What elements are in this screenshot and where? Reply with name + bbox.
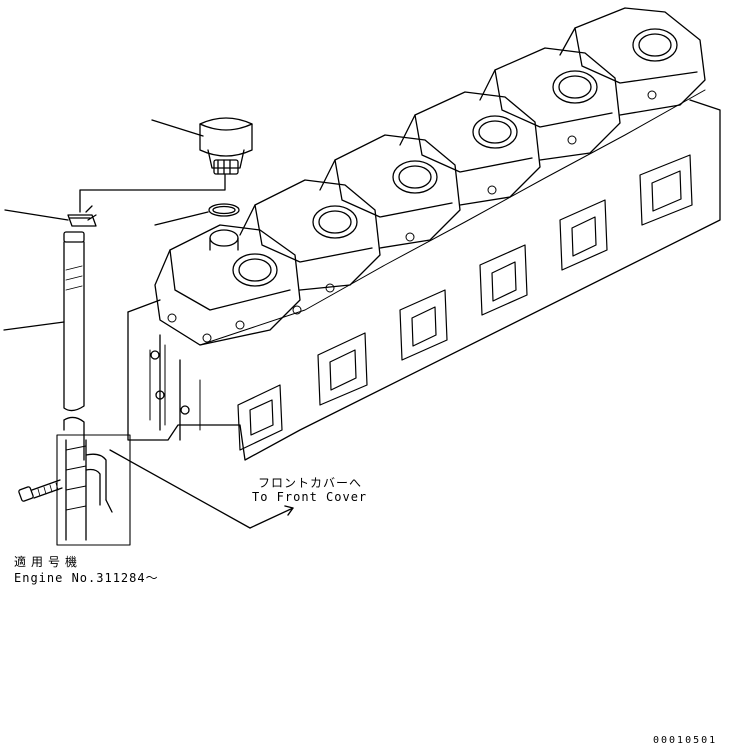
cap-to-clip-line bbox=[79, 174, 226, 213]
cap-leader-line bbox=[151, 119, 204, 137]
front-cover-arrow-line bbox=[109, 449, 251, 529]
front-cover-arrow-shaft bbox=[249, 507, 294, 529]
hose-icon bbox=[63, 231, 85, 461]
front-cover-jp-label: フロントカバーへ bbox=[258, 476, 363, 490]
rocker-covers bbox=[154, 7, 706, 346]
clip-icon bbox=[67, 205, 97, 227]
o-ring-icon bbox=[208, 203, 240, 217]
applicable-engines-jp-label: 適用号機 bbox=[14, 555, 83, 569]
cap-icon bbox=[199, 117, 253, 175]
cylinder-head-assembly-icon bbox=[127, 7, 721, 461]
clip-leader-line bbox=[4, 209, 69, 221]
cover-bolts bbox=[167, 90, 657, 343]
hose-leader-line bbox=[3, 321, 65, 331]
arrowhead-icon bbox=[284, 505, 294, 516]
engine-number-label: Engine No.311284～ bbox=[14, 571, 159, 585]
bolt-icon bbox=[18, 479, 63, 502]
bracket-icon bbox=[65, 439, 113, 541]
front-cover-en-label: To Front Cover bbox=[252, 490, 368, 504]
port-flanges bbox=[237, 154, 693, 451]
drawing-number: 00010501 bbox=[653, 735, 718, 746]
o-ring-leader-line bbox=[154, 211, 209, 226]
